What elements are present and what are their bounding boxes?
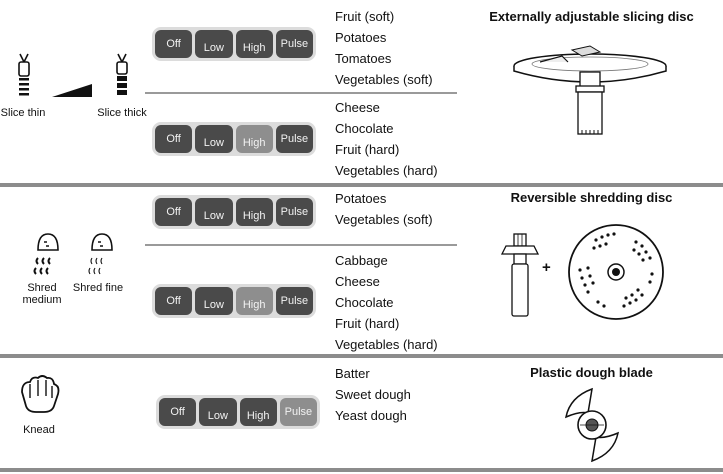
pulse-button[interactable]: Pulse xyxy=(279,398,317,426)
food-item: Sweet dough xyxy=(335,387,411,402)
food-list: Cabbage Cheese Chocolate Fruit (hard) Ve… xyxy=(335,250,438,355)
accessory-title: Reversible shredding disc xyxy=(510,190,673,205)
thickness-wedge-icon xyxy=(52,84,92,97)
low-button[interactable]: Low xyxy=(195,125,233,153)
high-button[interactable]: High xyxy=(235,287,273,315)
shredding-disc-icon xyxy=(568,224,664,320)
accessory-title: Plastic dough blade xyxy=(530,365,653,380)
slice-thick-icon xyxy=(116,53,128,95)
food-item: Cheese xyxy=(335,100,380,115)
off-button[interactable]: Off xyxy=(155,30,193,58)
food-item: Vegetables (hard) xyxy=(335,337,438,352)
speed-control-panel: Off Low High Pulse xyxy=(156,395,320,429)
high-button[interactable]: High xyxy=(235,30,273,58)
food-list: Batter Sweet dough Yeast dough xyxy=(335,363,411,426)
food-item: Yeast dough xyxy=(335,408,407,423)
food-item: Potatoes xyxy=(335,191,387,206)
off-button[interactable]: Off xyxy=(155,125,193,153)
food-item: Fruit (hard) xyxy=(335,316,400,331)
food-item: Cheese xyxy=(335,274,380,289)
speed-control-panel: Off Low High Pulse xyxy=(152,195,316,229)
food-list: Fruit (soft) Potatoes Tomatoes Vegetable… xyxy=(335,6,433,90)
high-button[interactable]: High xyxy=(235,198,273,226)
pulse-button[interactable]: Pulse xyxy=(275,125,313,153)
food-item: Fruit (hard) xyxy=(335,142,400,157)
off-button[interactable]: Off xyxy=(155,287,193,315)
off-button[interactable]: Off xyxy=(159,398,197,426)
row-divider xyxy=(145,92,457,94)
low-button[interactable]: Low xyxy=(195,198,233,226)
low-button[interactable]: Low xyxy=(199,398,237,426)
accessory-title: Externally adjustable slicing disc xyxy=(489,9,694,24)
food-item: Potatoes xyxy=(335,30,387,45)
food-item: Chocolate xyxy=(335,121,394,136)
dough-blade-icon xyxy=(564,387,620,463)
high-button[interactable]: High xyxy=(235,125,273,153)
speed-control-panel: Off Low High Pulse xyxy=(152,122,316,156)
shred-medium-label: Shred medium xyxy=(22,282,62,306)
shred-fine-icon xyxy=(88,233,113,275)
slice-thick-label: Slice thick xyxy=(97,107,147,119)
pulse-button[interactable]: Pulse xyxy=(275,287,313,315)
low-button[interactable]: Low xyxy=(195,287,233,315)
disc-stem-icon xyxy=(500,233,540,317)
row-divider xyxy=(145,244,457,246)
slice-thin-icon xyxy=(18,53,30,96)
shred-fine-label: Shred fine xyxy=(72,282,124,294)
food-item: Cabbage xyxy=(335,253,388,268)
high-button[interactable]: High xyxy=(239,398,277,426)
slicing-disc-icon xyxy=(513,45,667,135)
plus-sign: + xyxy=(542,259,551,276)
food-item: Vegetables (soft) xyxy=(335,72,433,87)
off-button[interactable]: Off xyxy=(155,198,193,226)
speed-control-panel: Off Low High Pulse xyxy=(152,284,316,318)
food-item: Tomatoes xyxy=(335,51,392,66)
food-item: Batter xyxy=(335,366,370,381)
food-item: Fruit (soft) xyxy=(335,9,395,24)
knead-icon xyxy=(21,375,60,413)
low-button[interactable]: Low xyxy=(195,30,233,58)
food-item: Vegetables (soft) xyxy=(335,212,433,227)
food-list: Cheese Chocolate Fruit (hard) Vegetables… xyxy=(335,97,438,181)
food-list: Potatoes Vegetables (soft) xyxy=(335,188,433,230)
section-divider xyxy=(0,468,723,472)
pulse-button[interactable]: Pulse xyxy=(275,198,313,226)
food-item: Vegetables (hard) xyxy=(335,163,438,178)
speed-control-panel: Off Low High Pulse xyxy=(152,27,316,61)
shred-medium-icon xyxy=(33,233,59,275)
slice-thin-label: Slice thin xyxy=(0,107,46,119)
food-item: Chocolate xyxy=(335,295,394,310)
pulse-button[interactable]: Pulse xyxy=(275,30,313,58)
knead-label: Knead xyxy=(23,424,55,436)
section-divider xyxy=(0,183,723,187)
section-divider xyxy=(0,354,723,358)
